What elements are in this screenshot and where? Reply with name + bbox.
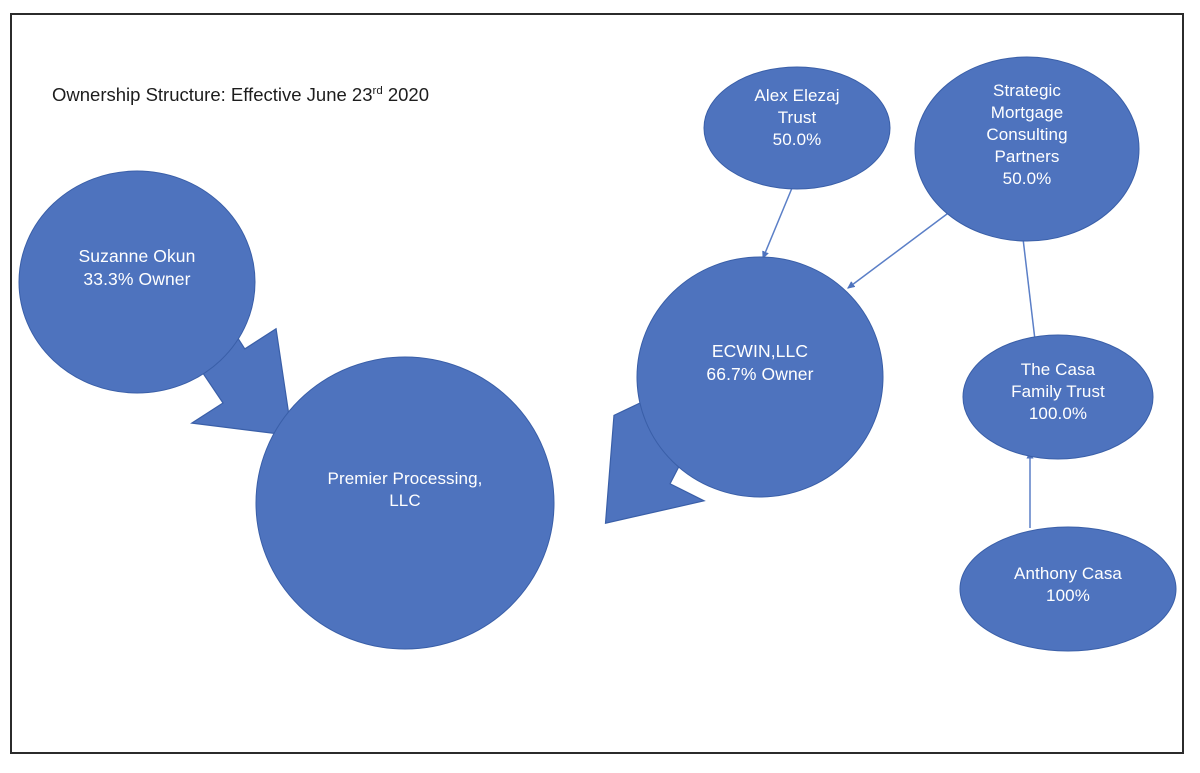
diagram-title-prefix: Ownership Structure: Effective June 23 — [52, 84, 373, 105]
diagram-title: Ownership Structure: Effective June 23rd… — [52, 84, 429, 106]
node-alex-elezaj-trust[interactable] — [703, 66, 891, 190]
node-shapes — [18, 56, 1177, 652]
edge-strategic-to-ecwin — [848, 204, 960, 288]
thin-connectors — [763, 187, 1036, 528]
node-premier-processing[interactable] — [255, 356, 555, 650]
edge-alex-to-ecwin — [763, 187, 793, 258]
node-strategic-mortgage-consulting-partners[interactable] — [914, 56, 1140, 242]
node-ecwin-llc[interactable] — [636, 256, 884, 498]
node-the-casa-family-trust[interactable] — [962, 334, 1154, 460]
edge-casatrust-to-strategic — [1022, 230, 1036, 341]
diagram-title-suffix: 2020 — [382, 84, 429, 105]
node-suzanne-okun[interactable] — [18, 170, 256, 394]
node-anthony-casa[interactable] — [959, 526, 1177, 652]
diagram-title-ordinal: rd — [372, 84, 383, 97]
